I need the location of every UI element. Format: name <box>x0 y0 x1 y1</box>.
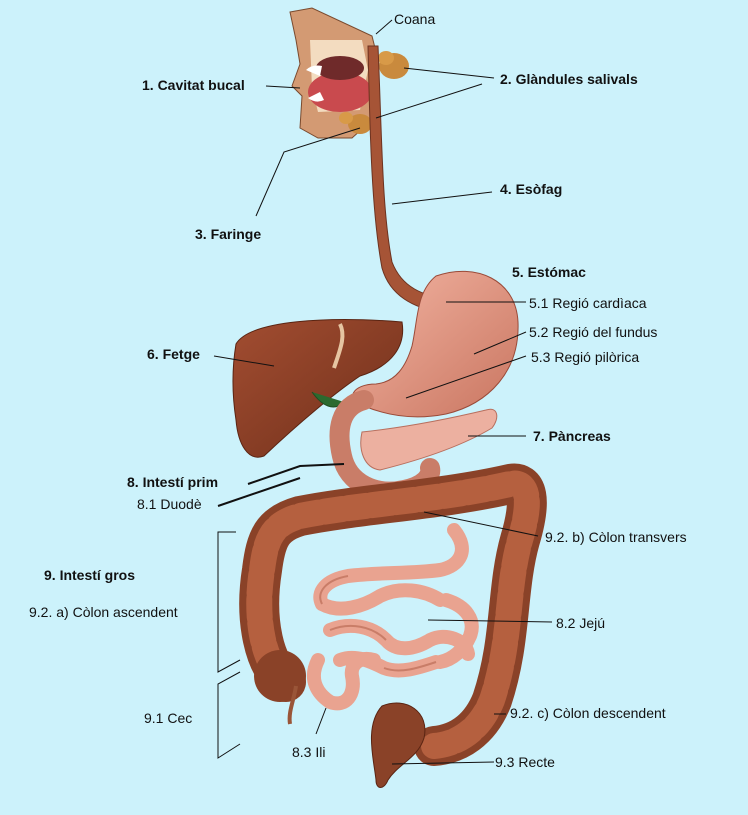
salivary-glands <box>339 51 409 134</box>
label-fetge: 6. Fetge <box>147 346 200 362</box>
tongue <box>308 72 372 112</box>
head-section <box>289 7 379 139</box>
label-cec: 9.1 Cec <box>144 710 193 726</box>
label-glandules-salivals: 2. Glàndules salivals <box>500 71 638 87</box>
label-ili: 8.3 Ili <box>292 744 326 760</box>
stomach <box>352 270 519 418</box>
label-intesti-prim: 8. Intestí prim <box>127 474 219 490</box>
label-coana: Coana <box>394 11 436 27</box>
label-recte: 9.3 Recte <box>495 754 555 770</box>
label-esofag: 4. Esòfag <box>500 181 563 197</box>
liver <box>232 319 404 458</box>
label-regio-pilorica: 5.3 Regió pilòrica <box>531 349 640 365</box>
leader-lines <box>213 19 553 765</box>
label-faringe: 3. Faringe <box>195 226 262 242</box>
label-colon-descendent: 9.2. c) Còlon descendent <box>510 705 666 721</box>
label-colon-transvers: 9.2. b) Còlon transvers <box>545 529 687 545</box>
label-regio-fundus: 5.2 Regió del fundus <box>529 324 658 340</box>
label-duode: 8.1 Duodè <box>137 496 202 512</box>
label-pancreas: 7. Pàncreas <box>533 428 611 444</box>
rectum <box>371 702 426 788</box>
cecum <box>254 650 306 702</box>
label-intesti-gros: 9. Intestí gros <box>44 567 136 583</box>
label-jeju: 8.2 Jejú <box>556 615 606 631</box>
label-cavitat-bucal: 1. Cavitat bucal <box>142 77 245 93</box>
pancreas <box>360 408 498 471</box>
label-regio-cardiaca: 5.1 Regió cardìaca <box>529 295 647 311</box>
label-colon-ascendent: 9.2. a) Còlon ascendent <box>29 604 178 620</box>
esophagus <box>367 45 447 313</box>
small-intestine <box>306 523 479 711</box>
label-estomac: 5. Estómac <box>512 264 586 280</box>
